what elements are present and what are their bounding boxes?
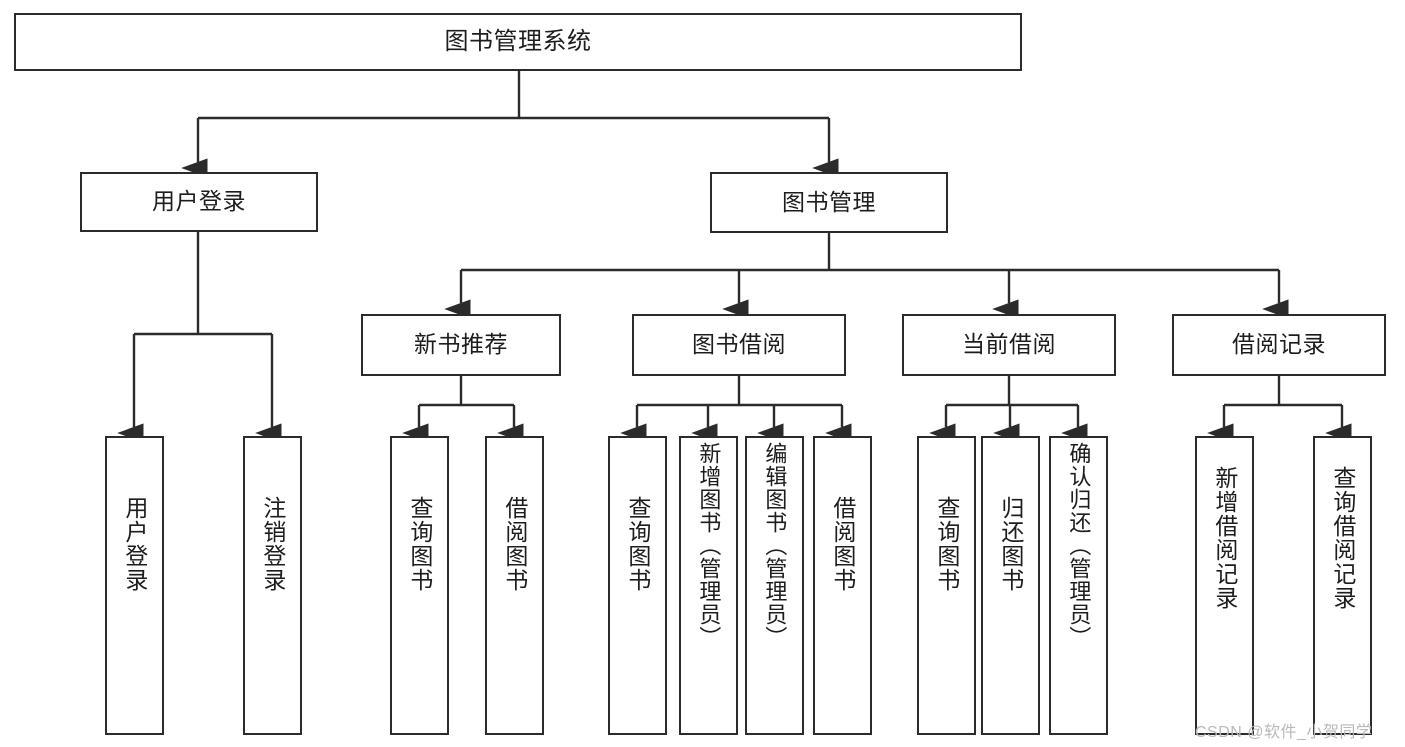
node-label: 查询图书 <box>406 496 433 592</box>
leaf-borrow-book-recommend[interactable]: 借阅图书 <box>485 436 544 735</box>
node-label: 查询借阅记录 <box>1329 466 1356 610</box>
node-label: 编辑图书（管理员） <box>762 442 788 649</box>
node-label: 借阅记录 <box>1232 331 1326 358</box>
watermark-text: CSDN @软件_小贺同学 <box>1195 724 1373 741</box>
leaf-user-login[interactable]: 用户登录 <box>105 436 164 735</box>
leaf-borrow-book[interactable]: 借阅图书 <box>813 436 872 735</box>
node-label: 查询图书 <box>624 496 651 592</box>
leaf-return-book[interactable]: 归还图书 <box>981 436 1040 735</box>
node-label: 用户登录 <box>152 188 246 215</box>
leaf-user-logout[interactable]: 注销登录 <box>243 436 302 735</box>
node-label: 当前借阅 <box>962 331 1056 358</box>
leaf-query-borrow-record[interactable]: 查询借阅记录 <box>1313 436 1372 735</box>
leaf-edit-book-admin[interactable]: 编辑图书（管理员） <box>745 436 804 735</box>
node-label: 用户登录 <box>121 496 148 592</box>
leaf-add-book-admin[interactable]: 新增图书（管理员） <box>679 436 738 735</box>
node-label: 归还图书 <box>997 496 1024 592</box>
leaf-query-book-current[interactable]: 查询图书 <box>917 436 976 735</box>
leaf-add-borrow-record[interactable]: 新增借阅记录 <box>1195 436 1254 735</box>
node-label: 新增借阅记录 <box>1211 466 1238 610</box>
leaf-confirm-return-admin[interactable]: 确认归还（管理员） <box>1049 436 1108 735</box>
node-label: 借阅图书 <box>501 496 528 592</box>
leaf-query-book-borrow[interactable]: 查询图书 <box>608 436 667 735</box>
node-new-book-recommend[interactable]: 新书推荐 <box>361 314 561 376</box>
node-label: 借阅图书 <box>829 496 856 592</box>
node-label: 图书管理系统 <box>444 27 592 55</box>
node-label: 注销登录 <box>259 496 286 592</box>
node-book-management[interactable]: 图书管理 <box>710 172 948 233</box>
node-root-book-management-system[interactable]: 图书管理系统 <box>14 13 1022 71</box>
node-label: 图书管理 <box>782 188 876 215</box>
leaf-query-book-recommend[interactable]: 查询图书 <box>390 436 449 735</box>
node-label: 图书借阅 <box>692 331 786 358</box>
node-current-borrow[interactable]: 当前借阅 <box>902 314 1116 376</box>
node-label: 新书推荐 <box>414 331 508 358</box>
node-label: 新增图书（管理员） <box>696 442 722 649</box>
node-label: 确认归还（管理员） <box>1066 442 1092 649</box>
node-book-borrow[interactable]: 图书借阅 <box>632 314 846 376</box>
node-user-login[interactable]: 用户登录 <box>80 172 318 232</box>
node-borrow-record[interactable]: 借阅记录 <box>1172 314 1386 376</box>
node-label: 查询图书 <box>933 496 960 592</box>
